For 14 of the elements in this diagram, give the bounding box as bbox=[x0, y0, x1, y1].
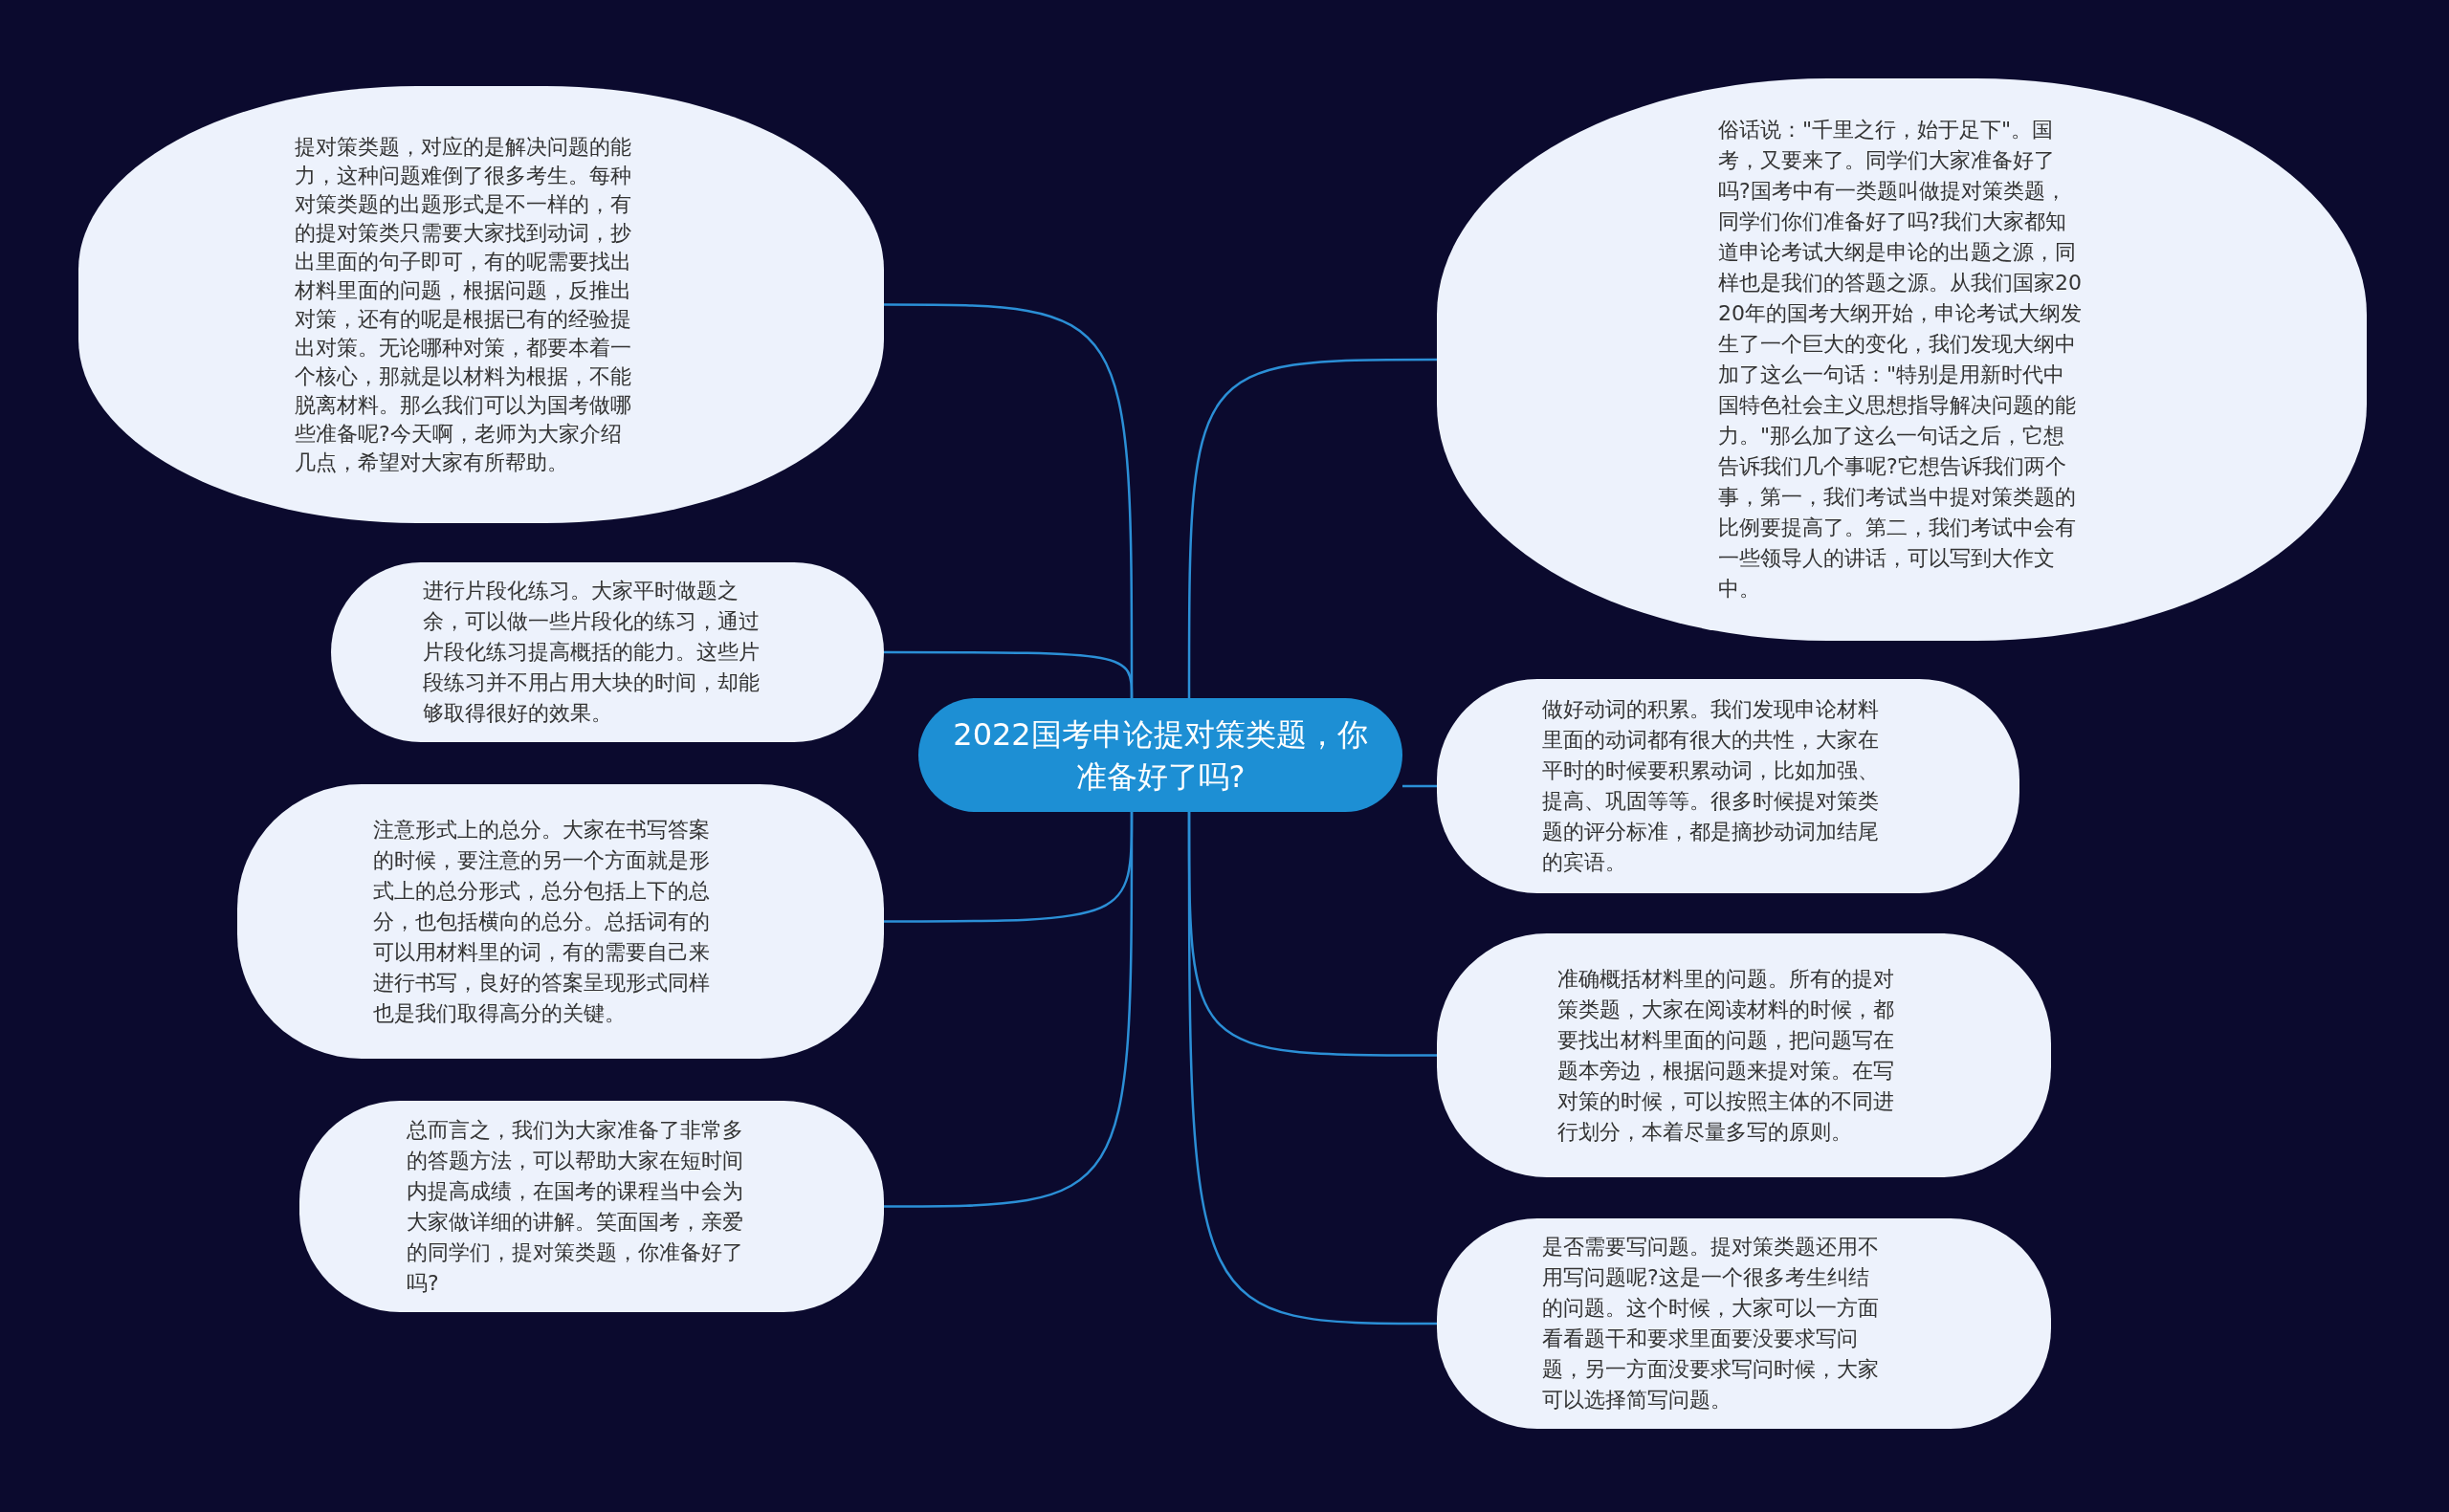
topic-text: 是否需要写问题。提对策类题还用不用写问题呢?这是一个很多考生纠结的问题。这个时候，大家可以一方面看看题干和要求里面要没要求写问题，另一方面没要求写问时候，大家可以选择简写问题。 bbox=[1542, 1234, 1880, 1413]
topic-text: 准确概括材料里的问题。所有的提对策类题，大家在阅读材料的时候，都要找出材料里面的问题，把问题写在题本旁边，根据问题来提对策。在写对策的时候，可以按照主体的不同进行划分，本着尽量多写的原则。 bbox=[1557, 965, 1895, 1146]
topic-text: 进行片段化练习。大家平时做题之余，可以做一些片段化的练习，通过片段化练习提高概括的能力。这些片段练习并不用占用大块的时间，却能够取得很好的效果。 bbox=[423, 578, 761, 727]
topic-text: 提对策类题，对应的是解决问题的能力，这种问题难倒了很多考生。每种对策类题的出题形式是不一样的，有的提对策类只需要大家找到动词，抄出里面的句子即可，有的呢需要找出材料里面的问题，根据问题，反推出对策，还有的呢是根据已有的经验提出对策。无论哪种对策，都要本着一个核心，那就是以材料为根据，不能脱离材料。那么我们可以为国考做哪些准备呢?今天啊，老师为大家介绍几点，希望对大家有所帮助。 bbox=[295, 133, 632, 476]
connector-line bbox=[884, 650, 1134, 698]
connector-line bbox=[1187, 358, 1437, 698]
connector-line bbox=[1187, 812, 1437, 1326]
connector-line bbox=[1402, 784, 1437, 788]
connector-line bbox=[884, 812, 1134, 1208]
topic-text: 做好动词的积累。我们发现申论材料里面的动词都有很大的共性，大家在平时的时候要积累动词，比如加强、提高、巩固等等。很多时候提对策类题的评分标准，都是摘抄动词加结尾的宾语。 bbox=[1542, 696, 1880, 876]
central-topic-text: 2022国考申论提对策类题，你准备好了吗? bbox=[952, 714, 1369, 797]
topic-text: 总而言之，我们为大家准备了非常多的答题方法，可以帮助大家在短时间内提高成绩，在国考的课程当中会为大家做详细的讲解。笑面国考，亲爱的同学们，提对策类题，你准备好了吗? bbox=[407, 1116, 744, 1297]
topic-text: 俗话说："千里之行，始于足下"。国考，又要来了。同学们大家准备好了吗?国考中有一类题叫做提对策类题，同学们你们准备好了吗?我们大家都知道申论考试大纲是申论的出题之源，同样也是我们的答题之源。从我们国家2020年的国考大纲开始，申论考试大纲发生了一个巨大的变化，我们发现大纲中加了这么一句话："特别是用新时代中国特色社会主义思想指导解决问题的能力。"那么加了这么一句话之后，它想告诉我们几个事呢?它想告诉我们两个事，第一，我们考试当中提对策类题的比例要提高了。第二，我们考试中会有一些领导人的讲话，可以写到大作文中。 bbox=[1718, 117, 2083, 603]
topic-text: 注意形式上的总分。大家在书写答案的时候，要注意的另一个方面就是形式上的总分形式，总分包括上下的总分，也包括横向的总分。总括词有的可以用材料里的词，有的需要自己来进行书写，良好的答案呈现形式同样也是我们取得高分的关键。 bbox=[373, 816, 711, 1027]
